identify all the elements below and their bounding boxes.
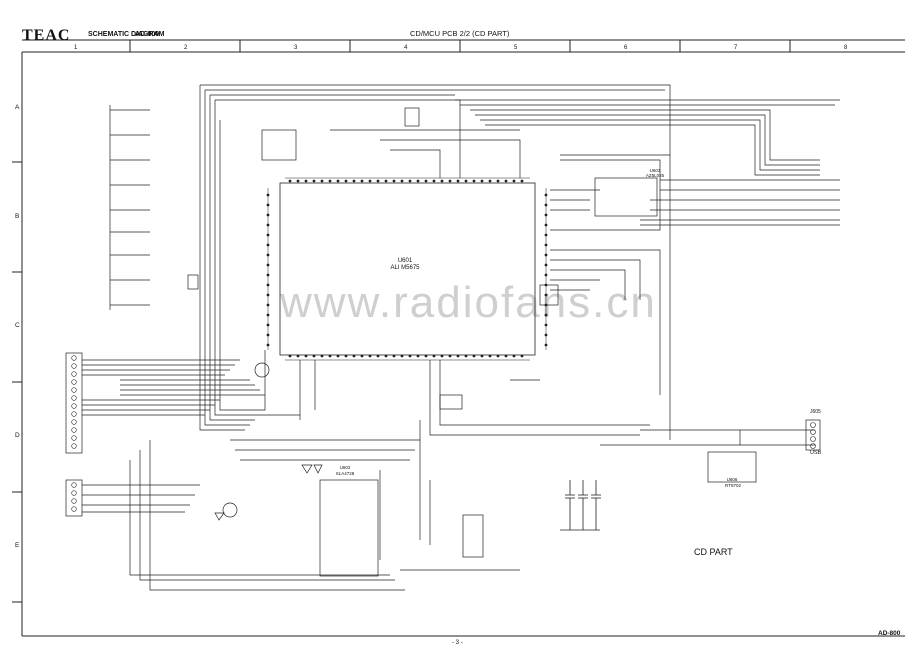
usb-ic-ref: U606 (726, 477, 738, 482)
eeprom-part: AZ5L025 (645, 173, 665, 178)
driver-part: SLA4728 (335, 471, 355, 476)
diagram-title: SCHEMATIC DIAGRAM (88, 31, 165, 38)
column-3: 3 (294, 45, 298, 51)
column-5: 5 (514, 45, 518, 51)
column-8: 8 (844, 45, 848, 51)
row-d: D (15, 432, 20, 439)
model-label: AD-800 (135, 31, 160, 38)
section-label: CD PART (694, 547, 733, 557)
row-a: A (15, 104, 20, 111)
eeprom-ref: U603 (649, 168, 661, 173)
column-6: 6 (624, 45, 628, 51)
main-ic-part: ALI M5675 (390, 265, 420, 271)
page-number: - 3 - (452, 640, 463, 646)
row-c: C (15, 322, 20, 329)
main-ic-ref: U601 (397, 258, 413, 264)
column-4: 4 (404, 45, 408, 51)
row-e: E (15, 542, 20, 549)
column-2: 2 (184, 45, 188, 51)
column-1: 1 (74, 45, 78, 51)
footer-model: AD-800 (878, 630, 901, 637)
usb-ic-part: RT9702 (725, 483, 741, 488)
row-b: B (15, 213, 20, 220)
usb-connector-ref: J605 (810, 409, 821, 415)
brand-logo: TEAC (22, 27, 71, 44)
watermark: www.radiofans.cn (280, 278, 657, 327)
driver-ref: U602 (339, 465, 351, 470)
board-title: CD/MCU PCB 2/2 (CD PART) (410, 29, 510, 38)
column-7: 7 (734, 45, 738, 51)
usb-label: USB (810, 450, 822, 456)
